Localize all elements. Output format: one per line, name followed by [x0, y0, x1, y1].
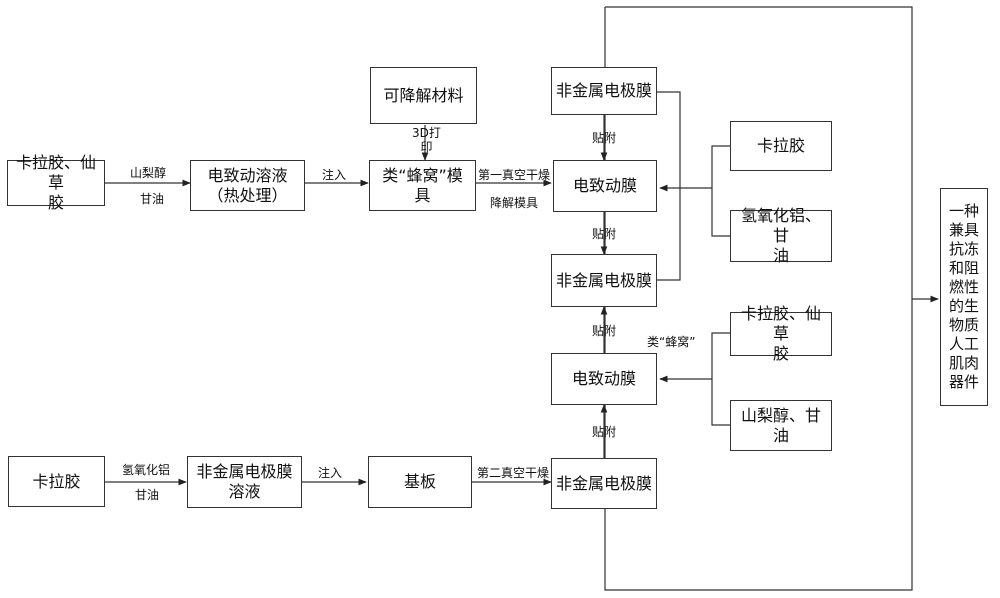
box-side-aluminum-glycerol: 氢氧化铝、甘 油	[730, 210, 832, 262]
label-glycerol-top: 甘油	[140, 192, 164, 206]
box-substrate: 基板	[368, 456, 472, 508]
side-bracket-bottom	[712, 333, 730, 425]
box-nonmetal-electrode-solution: 非金属电极膜 溶液	[187, 456, 302, 508]
label-degrade-mold: 降解模具	[490, 196, 538, 210]
label-3d-print: 3D打 印	[412, 126, 441, 154]
box-side-sorbitol-glycerol: 山梨醇、甘油	[730, 400, 832, 451]
box-nonmetal-electrode-bottom: 非金属电极膜	[551, 458, 657, 509]
label-inject-bottom: 注入	[318, 466, 342, 480]
box-side-carrageenan: 卡拉胶	[730, 121, 832, 171]
box-carrageenan-mesona-top: 卡拉胶、仙草 胶	[7, 160, 105, 206]
bracket-top	[657, 92, 680, 280]
label-attach-1: 贴附	[592, 131, 616, 145]
box-electro-film-top: 电致动膜	[553, 160, 657, 212]
label-attach-4: 贴附	[592, 425, 616, 439]
box-output-device: 一种 兼具 抗冻 和阻 燃性 的生 物质 人工 肌肉 器件	[940, 188, 988, 406]
label-glycerol-bottom: 甘油	[135, 488, 159, 502]
box-side-carrageenan-mesona: 卡拉胶、仙草 胶	[730, 312, 832, 356]
label-inject-top: 注入	[322, 168, 346, 182]
box-electro-solution: 电致动溶液 （热处理）	[190, 160, 305, 211]
label-second-vacuum-drying: 第二真空干燥	[477, 466, 549, 480]
box-electro-film-bottom: 电致动膜	[551, 353, 657, 405]
label-first-vacuum-drying: 第一真空干燥	[478, 168, 550, 182]
box-nonmetal-electrode-top: 非金属电极膜	[551, 67, 657, 115]
box-nonmetal-electrode-middle: 非金属电极膜	[551, 254, 657, 307]
label-attach-2: 贴附	[592, 227, 616, 241]
label-aluminum-hydroxide: 氢氧化铝	[122, 463, 170, 477]
box-carrageenan-bottom: 卡拉胶	[8, 456, 105, 507]
label-sorbitol: 山梨醇	[130, 166, 166, 180]
label-attach-3: 贴附	[592, 324, 616, 338]
box-degradable-material: 可降解材料	[370, 67, 477, 124]
label-honeycomb-like: 类“蜂窝”	[647, 335, 695, 349]
side-bracket-top	[712, 146, 730, 236]
box-honeycomb-mold: 类“蜂窝”模 具	[369, 160, 476, 211]
